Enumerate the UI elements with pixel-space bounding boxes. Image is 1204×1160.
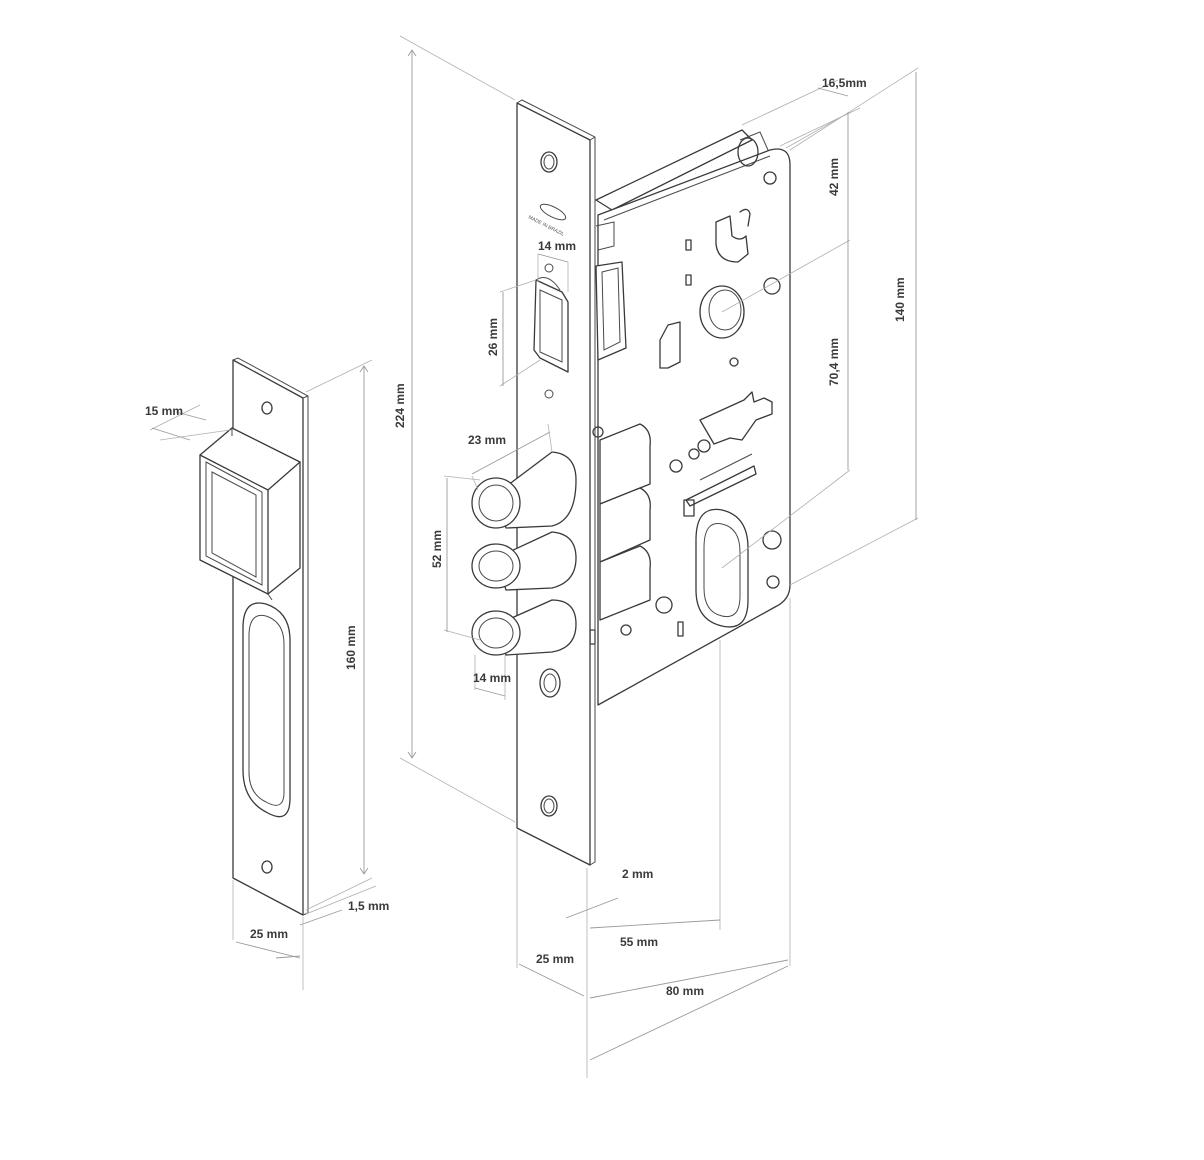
- strike-dimension-lines: [149, 359, 377, 990]
- deadbolts-inside: [599, 423, 651, 621]
- dim-strike-tongue-depth: 15 mm: [145, 404, 183, 418]
- dim-top-to-spindle: 42 mm: [827, 158, 841, 196]
- dim-latch-height: 26 mm: [486, 318, 500, 356]
- lock-case: [589, 129, 791, 706]
- dim-bolt-span: 52 mm: [430, 530, 444, 568]
- case-latch-window: [595, 221, 627, 361]
- dim-faceplate-width: 25 mm: [536, 952, 574, 966]
- dim-faceplate-height: 224 mm: [393, 383, 407, 428]
- dim-bolt-diameter: 14 mm: [473, 671, 511, 685]
- dim-case-depth: 80 mm: [666, 984, 704, 998]
- dim-backset: 55 mm: [620, 935, 658, 949]
- dim-strike-thickness: 1,5 mm: [348, 899, 389, 913]
- lock-dimension-lines: [399, 35, 919, 1078]
- dim-faceplate-thickness: 2 mm: [622, 867, 653, 881]
- dim-case-thickness: 16,5mm: [822, 76, 867, 90]
- dim-bolt-projection: 23 mm: [468, 433, 506, 447]
- dim-strike-width: 25 mm: [250, 927, 288, 941]
- dim-strike-height: 160 mm: [344, 625, 358, 670]
- dim-spindle-to-cylinder: 70,4 mm: [827, 338, 841, 386]
- dim-case-height: 140 mm: [893, 277, 907, 322]
- deadbolts: [471, 451, 577, 656]
- strike-plate: [199, 357, 309, 916]
- dim-latch-width: 14 mm: [538, 239, 576, 253]
